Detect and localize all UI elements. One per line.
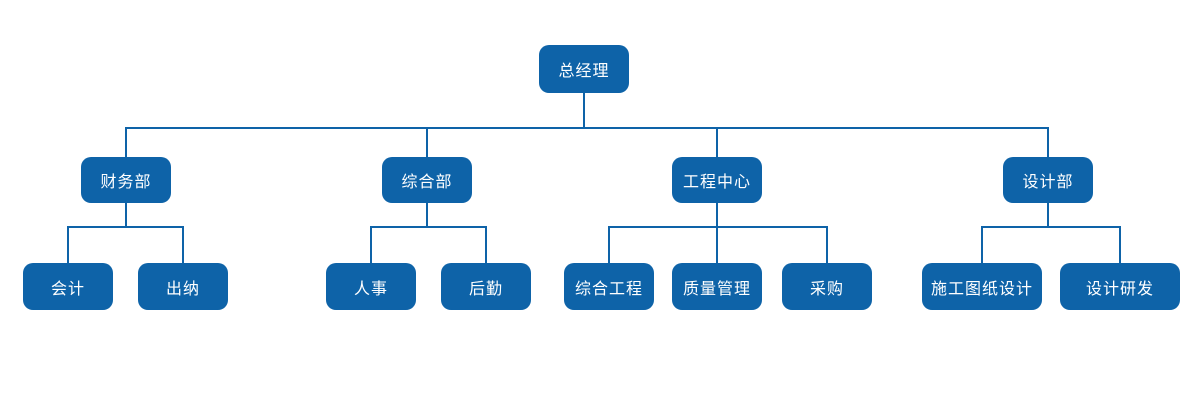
- node-general-engineering: 综合工程: [564, 263, 654, 310]
- connector-line: [583, 93, 585, 128]
- connector-line: [67, 228, 69, 263]
- node-quality-management: 质量管理: [672, 263, 762, 310]
- connector-line: [370, 228, 372, 263]
- node-procurement: 采购: [782, 263, 872, 310]
- connector-line: [826, 228, 828, 263]
- node-design-dept: 设计部: [1003, 157, 1093, 203]
- node-engineering-center: 工程中心: [672, 157, 762, 203]
- connector-line: [1119, 228, 1121, 263]
- connector-line: [125, 203, 127, 226]
- connector-line: [485, 228, 487, 263]
- connector-line: [426, 203, 428, 226]
- node-design-rnd: 设计研发: [1060, 263, 1180, 310]
- connector-line: [125, 127, 1049, 129]
- connector-line: [67, 226, 184, 228]
- node-construction-drawing-design: 施工图纸设计: [922, 263, 1042, 310]
- connector-line: [1047, 129, 1049, 157]
- connector-line: [370, 226, 487, 228]
- connector-line: [981, 228, 983, 263]
- node-finance-dept: 财务部: [81, 157, 171, 203]
- node-general-manager: 总经理: [539, 45, 629, 93]
- connector-line: [182, 228, 184, 263]
- node-hr: 人事: [326, 263, 416, 310]
- connector-line: [716, 129, 718, 157]
- node-logistics: 后勤: [441, 263, 531, 310]
- connector-line: [716, 203, 718, 226]
- connector-line: [608, 228, 610, 263]
- node-general-affairs-dept: 综合部: [382, 157, 472, 203]
- connector-line: [1047, 203, 1049, 226]
- connector-line: [125, 129, 127, 157]
- connector-line: [426, 129, 428, 157]
- connector-line: [716, 228, 718, 263]
- connector-line: [608, 226, 828, 228]
- node-accounting: 会计: [23, 263, 113, 310]
- connector-line: [981, 226, 1121, 228]
- node-cashier: 出纳: [138, 263, 228, 310]
